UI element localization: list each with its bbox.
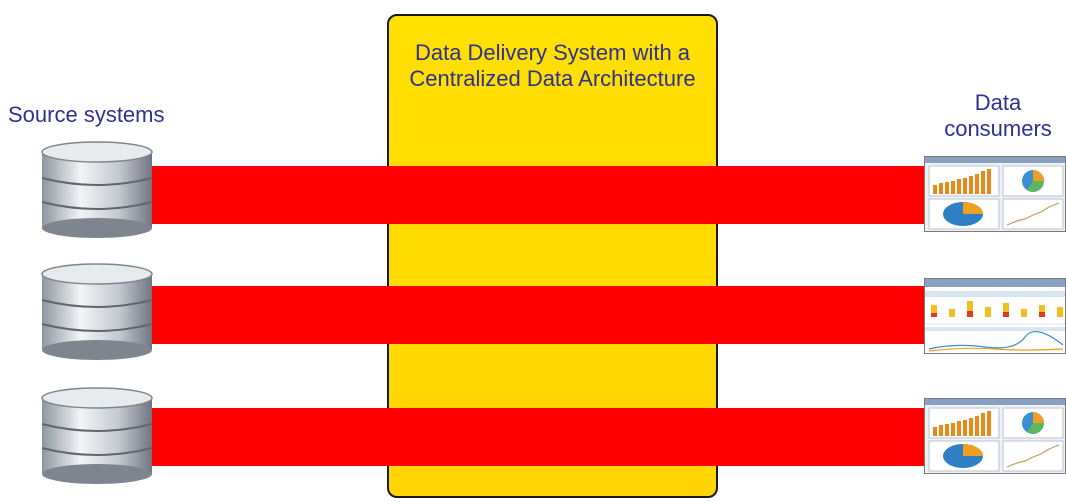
data-delivery-system-label: Data Delivery System with a Centralized … <box>409 40 696 91</box>
flow-bar-2 <box>120 286 932 344</box>
flow-bar-1 <box>120 166 932 224</box>
source-systems-label: Source systems <box>8 102 165 127</box>
dashboard-thumbnail <box>924 398 1066 474</box>
database-icon <box>38 262 156 362</box>
dashboard-thumbnail <box>924 156 1066 232</box>
data-consumers-label: Data consumers <box>944 90 1052 141</box>
database-icon <box>38 140 156 240</box>
flow-bar-3 <box>120 408 932 466</box>
database-icon <box>38 386 156 486</box>
dashboard-thumbnail <box>924 278 1066 354</box>
